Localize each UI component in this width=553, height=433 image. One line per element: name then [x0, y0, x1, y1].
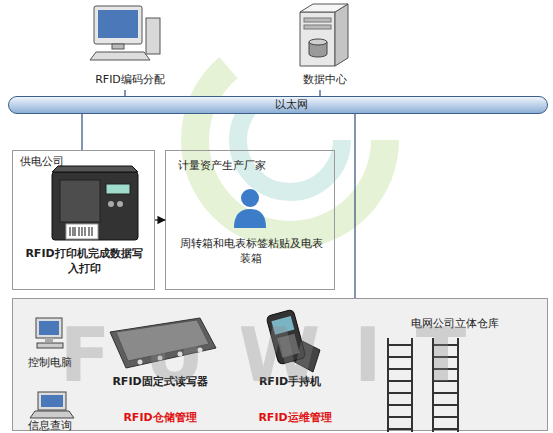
laptop-icon [30, 392, 74, 418]
network-line [81, 114, 82, 150]
disk-top [309, 39, 327, 45]
monitor-stand [112, 44, 124, 49]
printer-icon [52, 166, 138, 240]
printer-lid [52, 166, 138, 172]
laptop-screen [41, 395, 63, 407]
network-line [124, 90, 125, 96]
device-label: 信息查询 [20, 419, 80, 433]
monitor-frame [94, 6, 142, 44]
keyboard [90, 52, 150, 60]
monitor-screen [39, 321, 59, 335]
printer-display [106, 184, 130, 194]
logo-watermark-ring [195, 45, 385, 235]
node-body: RFID打印机完成数据写入打印 [23, 247, 145, 277]
watermark-text: FUWIT [10, 318, 550, 392]
node-title: 数据中心 [285, 73, 365, 88]
ethernet-band: 以太网 [8, 96, 548, 114]
function-label: RFID仓储管理 [95, 411, 225, 425]
printer-panel [60, 180, 100, 222]
barcode [70, 227, 92, 236]
pc-tower [146, 18, 160, 54]
monitor-stand [45, 338, 53, 342]
drive-bay [304, 25, 331, 29]
server-side [335, 4, 348, 66]
person-body [234, 209, 266, 228]
disk-cylinder [309, 42, 327, 57]
server-icon [300, 4, 348, 66]
network-line [354, 114, 355, 298]
flow-arrow [155, 219, 165, 220]
node-title: 以太网 [21, 98, 553, 113]
printer-button [117, 201, 123, 207]
factory-box: 计量资产生产厂家周转箱和电表标签粘贴及电表装箱 [165, 150, 335, 290]
server-front [300, 12, 335, 66]
node-title: 供电公司 [20, 155, 150, 170]
server-top [300, 4, 348, 12]
person-head [241, 189, 259, 207]
printer-button [108, 201, 114, 207]
laptop-base [30, 411, 74, 418]
network-line [319, 90, 320, 96]
node-title: 计量资产生产厂家 [178, 159, 328, 174]
server-node: 数据中心 [285, 2, 365, 90]
printer-body [52, 172, 138, 240]
drive-bay [304, 18, 331, 22]
computer-icon [90, 6, 160, 60]
node-body: 周转箱和电表标签粘贴及电表装箱 [178, 237, 324, 267]
function-label: RFID运维管理 [240, 411, 350, 425]
laptop-lid [38, 392, 66, 410]
node-title: RFID编码分配 [80, 73, 180, 88]
company-box: 供电公司 RFID打印机完成数据写入打印 [12, 150, 155, 290]
keyboard [37, 343, 63, 348]
person-icon [234, 189, 266, 228]
connector-group [82, 90, 355, 298]
monitor-frame [36, 318, 62, 338]
monitor-screen [98, 10, 138, 38]
computer-node: RFID编码分配 [80, 2, 180, 90]
printed-label [66, 224, 98, 239]
control-pc-icon [36, 318, 63, 348]
